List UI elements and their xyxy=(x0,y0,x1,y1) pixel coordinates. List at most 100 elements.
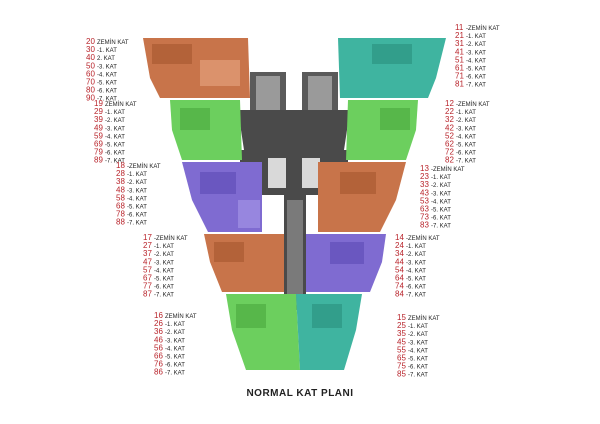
apartment-number: 24 xyxy=(395,241,404,250)
apartment-right-1 xyxy=(338,38,446,98)
floor-label: -7. KAT xyxy=(406,293,426,299)
floor-label: -7. KAT xyxy=(165,371,185,377)
floor-label: 2. KAT xyxy=(97,56,115,62)
apartment-number: 45 xyxy=(397,337,406,346)
floor-label: -6. KAT xyxy=(97,89,117,95)
floor-label: -2. KAT xyxy=(456,118,476,124)
apartment-number: 26 xyxy=(154,319,163,328)
floor-label: -1. KAT xyxy=(154,244,174,250)
floor-label: -2. KAT xyxy=(466,42,486,48)
floor-label: -4. KAT xyxy=(406,268,426,274)
apartment-number: 42 xyxy=(445,123,454,132)
apartment-number: 12 xyxy=(445,99,454,108)
room-right-1a xyxy=(372,44,412,64)
apartment-number: 53 xyxy=(420,196,429,205)
floor-label: -5. KAT xyxy=(431,208,451,214)
apartment-number: 89 xyxy=(94,156,103,165)
floor-label: -ZEMİN KAT xyxy=(406,235,440,242)
apartment-number: 66 xyxy=(154,352,163,361)
apartment-number: 56 xyxy=(154,343,163,352)
apartment-number: 27 xyxy=(143,241,152,250)
apartment-number: 49 xyxy=(94,123,103,132)
floor-label: -1. KAT xyxy=(97,48,117,54)
apartment-number: 19 xyxy=(94,99,103,108)
floor-label: -ZEMİN KAT xyxy=(456,101,490,108)
floor-label: -ZEMİN KAT xyxy=(127,163,161,170)
apartment-number: 63 xyxy=(420,205,429,214)
apartment-number: 29 xyxy=(94,107,103,116)
stair-left xyxy=(256,76,280,114)
apartment-number: 68 xyxy=(116,202,125,211)
floor-label: -4. KAT xyxy=(431,199,451,205)
floor-label: -5. KAT xyxy=(97,81,117,87)
floor-label: -1. KAT xyxy=(408,324,428,330)
room-left-4a xyxy=(214,242,244,262)
floor-label: -5. KAT xyxy=(466,67,486,73)
floor-label: -7. KAT xyxy=(97,97,117,103)
apartment-number: 81 xyxy=(455,80,464,89)
apartment-number: 17 xyxy=(143,233,152,242)
apartment-number: 76 xyxy=(154,360,163,369)
room-right-4a xyxy=(330,242,364,264)
apartment-number: 65 xyxy=(397,354,406,363)
apartment-number: 67 xyxy=(143,274,152,283)
left-wing xyxy=(143,38,300,370)
floor-label: -ZEMİN KAT xyxy=(154,235,188,242)
apartment-number: 11 xyxy=(455,23,464,32)
apartment-number: 84 xyxy=(395,290,404,299)
floor-label: -3. KAT xyxy=(408,340,428,346)
floor-label: -2. KAT xyxy=(154,252,174,258)
apartment-number: 51 xyxy=(455,55,464,64)
floor-label: -6. KAT xyxy=(165,363,185,369)
floor-label: -5. KAT xyxy=(165,355,185,361)
apartment-number: 50 xyxy=(86,61,95,70)
floor-label: -7. KAT xyxy=(456,159,476,165)
floor-label: -5. KAT xyxy=(105,143,125,149)
apartment-number: 64 xyxy=(395,274,404,283)
room-left-1b xyxy=(200,60,240,86)
apartment-number: 78 xyxy=(116,210,125,219)
elevator-right xyxy=(302,158,320,188)
floor-label: -2. KAT xyxy=(127,180,147,186)
elevator-left xyxy=(268,158,286,188)
floor-label: -ZEMİN KAT xyxy=(466,25,500,32)
floor-label: -3. KAT xyxy=(154,260,174,266)
apartment-number: 48 xyxy=(116,185,125,194)
floor-label: -4. KAT xyxy=(456,134,476,140)
floor-label: -7. KAT xyxy=(127,221,147,227)
apartment-number: 74 xyxy=(395,282,404,291)
floor-label: -7. KAT xyxy=(466,83,486,89)
room-right-3a xyxy=(340,172,376,194)
room-left-5a xyxy=(236,304,266,328)
apartment-number: 73 xyxy=(420,213,429,222)
apartment-number: 59 xyxy=(94,131,103,140)
apartment-number: 75 xyxy=(397,362,406,371)
apartment-number: 79 xyxy=(94,148,103,157)
floor-label: -4. KAT xyxy=(127,196,147,202)
apartment-number: 25 xyxy=(397,321,406,330)
floor-label: -1. KAT xyxy=(456,110,476,116)
floor-label: -6. KAT xyxy=(406,285,426,291)
apartment-number: 41 xyxy=(455,47,464,56)
apartment-number: 55 xyxy=(397,345,406,354)
core-shaft-inner xyxy=(287,200,303,305)
floor-label: -3. KAT xyxy=(456,126,476,132)
apartment-number: 38 xyxy=(116,177,125,186)
floor-label: ZEMİN KAT xyxy=(165,313,197,320)
apartment-number: 57 xyxy=(143,265,152,274)
floor-label: -4. KAT xyxy=(466,58,486,64)
apartment-number: 44 xyxy=(395,257,404,266)
apartment-number: 46 xyxy=(154,335,163,344)
floor-label: -1. KAT xyxy=(127,172,147,178)
floor-label: -2. KAT xyxy=(165,330,185,336)
apartment-number: 35 xyxy=(397,329,406,338)
